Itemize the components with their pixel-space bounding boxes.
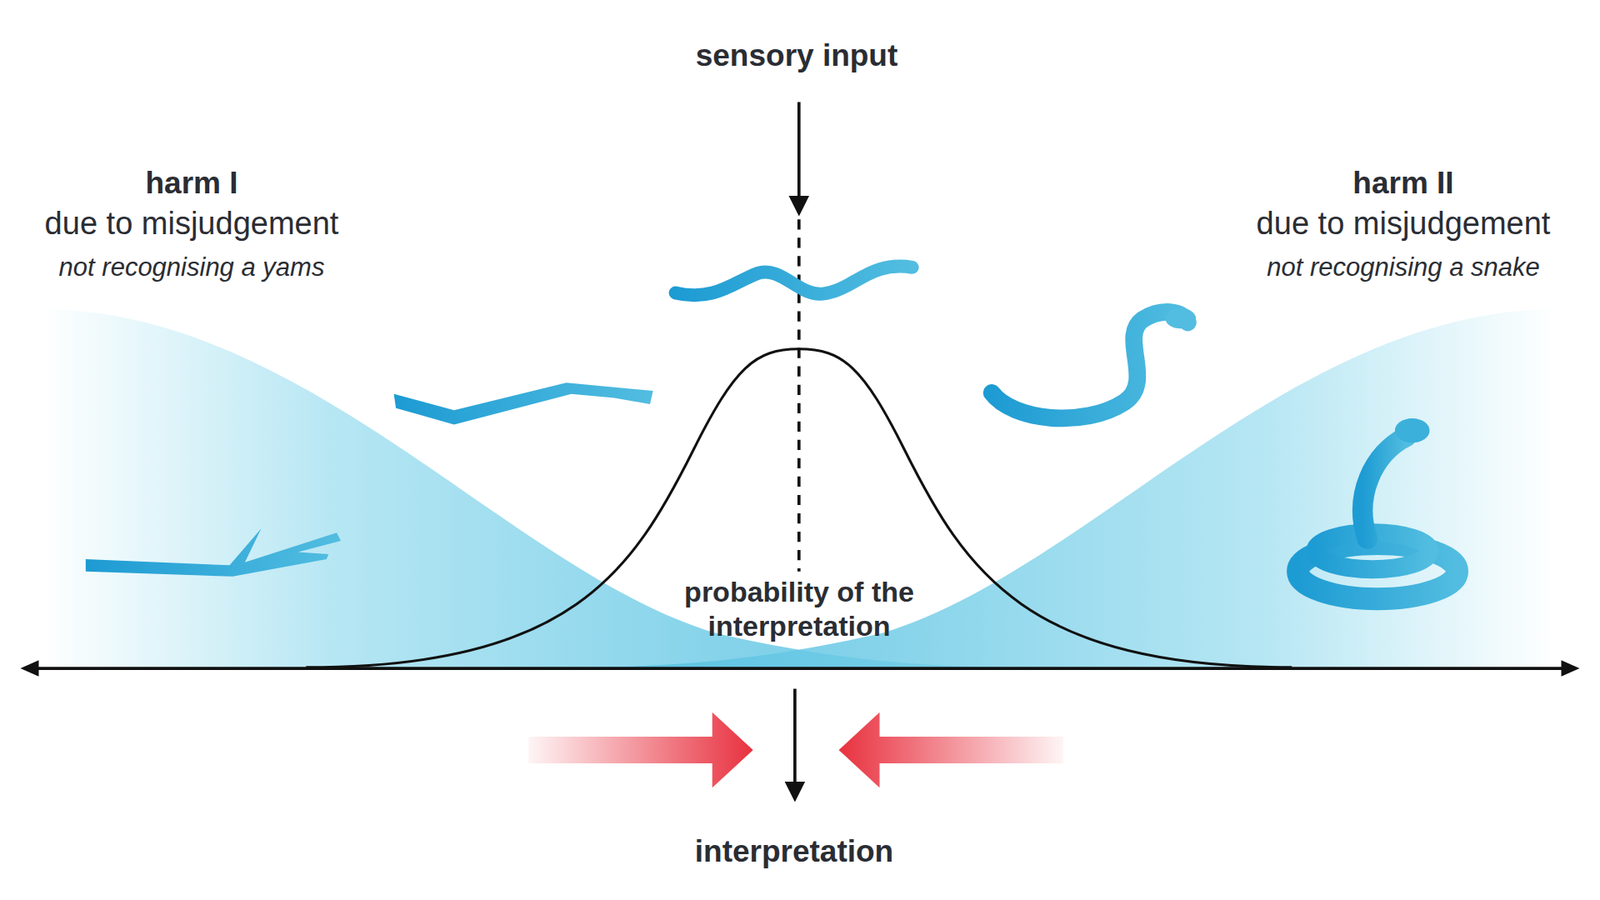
snake-head [1395, 418, 1430, 443]
harm-curve [475, 309, 1558, 669]
harm-example: not recognising a snake [1266, 251, 1540, 283]
arrow-head [1560, 660, 1580, 677]
arrow-head [20, 660, 39, 677]
output-arrow [793, 689, 797, 786]
output-label: interpretation [695, 833, 894, 870]
snake-icon [1362, 436, 1406, 539]
probability-curve [305, 349, 1292, 668]
input-arrow [797, 101, 801, 200]
harm-description: due to misjudgement [45, 205, 340, 244]
harm-example: not recognising a yams [59, 251, 325, 283]
stick-icon [394, 382, 654, 425]
red-arrow [528, 712, 753, 789]
harm-heading: harm I [145, 165, 238, 202]
arrow-head [785, 781, 805, 802]
red-arrow [839, 712, 1064, 789]
arrow-head [789, 195, 810, 216]
ambiguous-icon [675, 266, 913, 296]
harm-description: due to misjudgement [1256, 205, 1551, 244]
axis [30, 666, 1570, 670]
harm-heading: harm II [1352, 165, 1454, 202]
snake-head [1165, 308, 1196, 329]
stick-icon [85, 528, 341, 577]
input-label: sensory input [695, 37, 899, 75]
dashed-line [797, 219, 801, 571]
snake-icon [991, 311, 1188, 418]
curve-label: probability of the interpretation [624, 575, 975, 644]
